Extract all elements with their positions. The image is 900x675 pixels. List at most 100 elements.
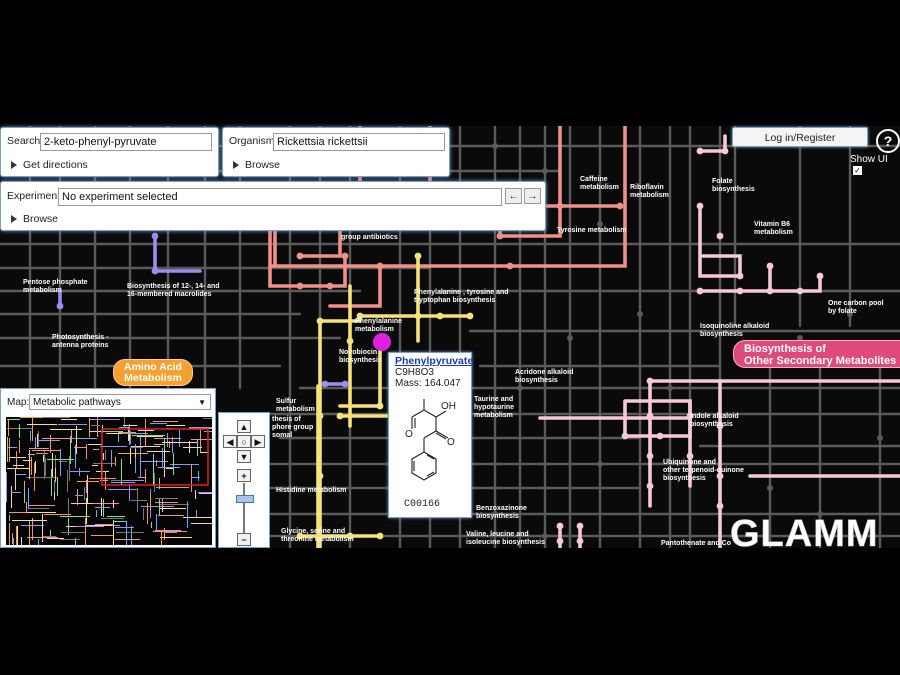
- label-photosynthesis[interactable]: Photosynthesis - antenna proteins: [52, 334, 109, 349]
- minimap-pathway: [26, 502, 27, 512]
- category-secondary-metabolites[interactable]: Biosynthesis of Other Secondary Metaboli…: [733, 340, 900, 368]
- label-phe-tyr-trp[interactable]: Phenylalanine , tyrosine and tryptophan …: [414, 289, 509, 304]
- organism-browse-link[interactable]: Browse: [233, 159, 280, 171]
- minimap-pathway: [16, 533, 17, 545]
- minimap-pathway: [150, 495, 151, 510]
- label-group-antibiotics[interactable]: group antibiotics: [341, 234, 398, 241]
- compound-node: [492, 143, 498, 149]
- label-isoquinoline[interactable]: Isoquinoline alkaloid biosynthesis: [700, 323, 770, 338]
- minimap-pathway: [38, 431, 39, 447]
- minimap-pathway: [151, 522, 152, 528]
- map-minimap[interactable]: [6, 417, 212, 545]
- map-select-dropdown[interactable]: Metabolic pathways ▼: [29, 394, 211, 410]
- minimap-pathway: [141, 506, 174, 507]
- category-amino-acid-metabolism[interactable]: Amino Acid Metabolism: [113, 359, 193, 386]
- label-taurine[interactable]: Taurine and hypotaurine metabolism: [474, 396, 515, 419]
- pan-right-button[interactable]: ▶: [251, 435, 265, 448]
- zoom-out-button[interactable]: −: [237, 533, 251, 546]
- minimap-pathway: [12, 533, 13, 544]
- compound-node: [621, 432, 629, 440]
- selected-compound-marker[interactable]: [373, 333, 391, 351]
- minimap-pathway: [137, 436, 163, 437]
- label-caffeine[interactable]: Caffeine metabolism: [580, 176, 619, 191]
- label-sulfur[interactable]: Sulfur metabolism: [276, 398, 315, 413]
- label-folate[interactable]: Folate biosynthesis: [712, 178, 755, 193]
- compound-node: [696, 287, 704, 295]
- compound-node: [376, 532, 384, 540]
- label-valine[interactable]: Valine, leucine and isoleucine biosynthe…: [466, 531, 545, 546]
- zoom-slider-thumb[interactable]: [236, 495, 254, 503]
- compound-node: [637, 311, 643, 317]
- compound-node: [151, 267, 159, 275]
- label-acridone[interactable]: Acridone alkaloid biosynthesis: [515, 369, 574, 384]
- label-tyrosine[interactable]: Tyrosine metabolism: [557, 227, 627, 234]
- map-overview-panel: Map: Metabolic pathways ▼: [0, 388, 216, 548]
- minimap-pathway: [91, 503, 119, 504]
- label-benzoxazinone[interactable]: Benzoxazinone biosynthesis: [476, 505, 527, 520]
- minimap-pathway: [50, 435, 51, 453]
- experiment-browse-link[interactable]: Browse: [11, 213, 58, 225]
- login-button[interactable]: Log in/Register: [732, 127, 868, 147]
- minimap-pathway: [105, 450, 106, 460]
- pan-up-button[interactable]: ▲: [237, 420, 251, 433]
- compound-node: [667, 385, 673, 391]
- compound-node: [56, 302, 64, 310]
- minimap-pathway: [17, 526, 18, 545]
- metabolic-map-canvas[interactable]: [0, 126, 900, 548]
- search-input[interactable]: [40, 133, 212, 151]
- compound-node: [376, 402, 384, 410]
- minimap-pathway: [153, 454, 154, 481]
- experiment-next-button[interactable]: →: [524, 188, 541, 204]
- triangle-right-icon: [11, 215, 17, 223]
- label-macrolides[interactable]: Biosynthesis of 12-, 14- and 16-membered…: [127, 283, 220, 298]
- compound-node: [656, 432, 664, 440]
- minimap-pathway: [198, 471, 199, 481]
- compound-node: [376, 262, 384, 270]
- minimap-pathway: [75, 538, 76, 545]
- compound-node: [414, 312, 422, 320]
- label-riboflavin[interactable]: Riboflavin metabolism: [630, 184, 669, 199]
- pan-left-button[interactable]: ◀: [223, 435, 237, 448]
- zoom-in-button[interactable]: +: [237, 469, 251, 482]
- pan-down-button[interactable]: ▼: [237, 450, 251, 463]
- minimap-pathway: [28, 488, 29, 509]
- organism-input[interactable]: [273, 133, 445, 151]
- compound-node: [151, 232, 159, 240]
- show-ui-toggle[interactable]: Show UI ✓: [850, 154, 888, 175]
- minimap-pathway: [156, 514, 157, 532]
- label-phenylalanine[interactable]: Phenylalanine metabolism: [355, 318, 403, 333]
- experiment-prev-button[interactable]: ←: [505, 188, 522, 204]
- label-siderophore[interactable]: thesis of phore group somal: [272, 416, 314, 439]
- compound-node: [296, 252, 304, 260]
- label-vitamin-b6[interactable]: Vitamin B6 metabolism: [754, 221, 793, 236]
- experiment-label: Experiment:: [7, 190, 64, 202]
- get-directions-link[interactable]: Get directions: [11, 159, 88, 171]
- compound-node: [356, 312, 364, 320]
- help-icon[interactable]: ?: [876, 129, 900, 153]
- label-pantothenate[interactable]: Pantothenate and Co: [661, 540, 732, 547]
- compound-structure-image: OH O O C00166: [404, 399, 456, 510]
- minimap-pathway: [111, 480, 123, 481]
- label-indole[interactable]: Indole alkaloid biosynthesis: [690, 413, 739, 428]
- minimap-pathway: [118, 431, 119, 442]
- minimap-pathway: [132, 435, 165, 436]
- pan-center-button[interactable]: ○: [237, 435, 251, 448]
- minimap-pathway: [187, 502, 188, 528]
- pathway-segment: [498, 126, 562, 238]
- compound-node: [567, 335, 573, 341]
- label-novobiocin[interactable]: Novobiocin biosynthesis: [339, 349, 382, 364]
- experiment-input[interactable]: [58, 188, 502, 206]
- label-glycine[interactable]: Glycine, serine and threonine metabolism: [281, 528, 354, 543]
- zoom-slider-track[interactable]: [243, 483, 245, 535]
- triangle-right-icon: [233, 161, 239, 169]
- minimap-pathway: [9, 515, 10, 521]
- minimap-pathway: [50, 429, 82, 430]
- label-histidine[interactable]: Histidine metabolism: [276, 487, 347, 494]
- label-one-carbon[interactable]: One carbon pool by folate: [828, 300, 884, 315]
- compound-name-link[interactable]: Phenylpyruvate: [395, 355, 474, 367]
- minimap-pathway: [74, 447, 87, 448]
- label-pentose[interactable]: Pentose phosphate metabolism: [23, 279, 88, 294]
- label-ubiquinone[interactable]: Ubiquinone and other terpenoid-quinone b…: [663, 459, 744, 482]
- minimap-pathway: [191, 477, 200, 478]
- compound-node: [766, 287, 774, 295]
